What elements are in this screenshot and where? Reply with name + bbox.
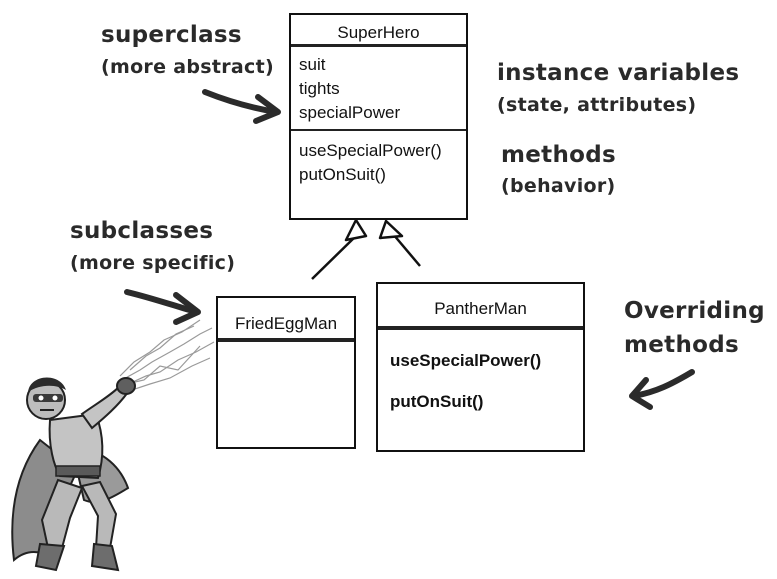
superhero-class-box: SuperHero suit tights specialPower useSp… <box>289 13 468 220</box>
right-eye-icon <box>52 395 58 401</box>
attribute-tights: tights <box>299 79 340 98</box>
overriding-methods-label: methods <box>624 332 739 358</box>
inheritance-arrowhead-right <box>378 219 404 240</box>
pantherman-class-title: PantherMan <box>378 284 583 330</box>
superclass-pointer-arrow <box>202 89 279 115</box>
instance-variables-label: instance variables <box>497 60 740 86</box>
overriding-pointer-arrow <box>631 369 695 399</box>
method-usespecialpower: useSpecialPower() <box>299 141 442 160</box>
friedeggman-class-box: FriedEggMan <box>216 296 356 449</box>
inheritance-line-friedeggman <box>311 233 359 280</box>
overriding-pointer-arrowhead <box>629 377 653 410</box>
methods-note: (behavior) <box>501 175 616 197</box>
attribute-specialpower: specialPower <box>299 103 401 122</box>
energy-blast-icon <box>119 319 215 393</box>
hair-icon <box>28 377 66 392</box>
left-eye-icon <box>38 395 44 401</box>
superclass-note: (more abstract) <box>101 56 274 78</box>
instance-variables-note: (state, attributes) <box>497 94 697 116</box>
superhero-illustration <box>11 319 215 572</box>
mask-icon <box>33 394 63 402</box>
method-putonsuit: putOnSuit() <box>299 165 386 184</box>
torso-icon <box>48 412 104 480</box>
superhero-methods: useSpecialPower() putOnSuit() <box>291 131 466 191</box>
inheritance-line-pantherman <box>392 233 421 267</box>
pantherman-class-box: PantherMan useSpecialPower() putOnSuit() <box>376 282 585 452</box>
methods-label: methods <box>501 142 616 168</box>
pantherman-methods: useSpecialPower() putOnSuit() <box>378 330 583 432</box>
fist-icon <box>116 377 136 395</box>
superclass-label: superclass <box>101 22 242 48</box>
subclasses-note: (more specific) <box>70 252 236 274</box>
subclasses-pointer-arrowhead <box>173 292 201 325</box>
attribute-suit: suit <box>299 55 326 74</box>
belt-icon <box>55 465 101 477</box>
superhero-class-title: SuperHero <box>291 15 466 47</box>
superhero-attributes: suit tights specialPower <box>291 47 466 131</box>
override-putonsuit: putOnSuit() <box>390 392 484 411</box>
superclass-pointer-arrowhead <box>253 94 281 124</box>
overriding-label: Overriding <box>624 298 765 324</box>
subclasses-pointer-arrow <box>124 289 199 315</box>
inheritance-arrowhead-left <box>344 218 368 242</box>
subclasses-label: subclasses <box>70 218 214 244</box>
friedeggman-class-title: FriedEggMan <box>218 298 354 342</box>
left-boot-icon <box>34 542 66 572</box>
override-usespecialpower: useSpecialPower() <box>390 351 542 370</box>
right-boot-icon <box>90 542 120 572</box>
